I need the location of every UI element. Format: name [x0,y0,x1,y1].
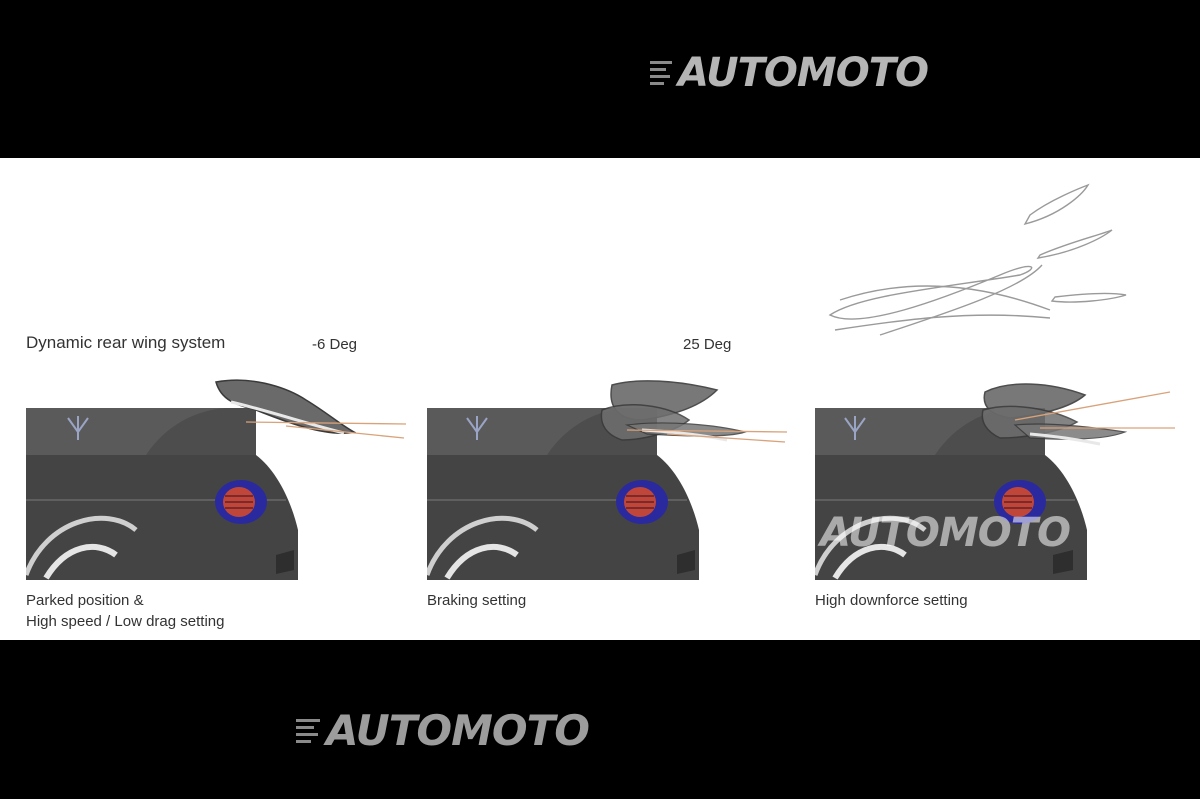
car-rear-view-braking [427,380,788,580]
car-badge-icon [466,416,488,440]
car-rear-view-downforce [815,383,1175,580]
angle-low-label: -6 Deg [312,336,358,353]
car-badge-icon [67,416,89,440]
bottom-black-band [0,640,1200,799]
caption-braking: Braking setting [427,592,527,609]
speed-lines-icon [650,61,672,85]
caption-parked-line1: Parked position & [26,592,144,609]
caption-parked-line2: High speed / Low drag setting [26,613,225,630]
logo-text-top: AUTOMOTO [678,50,929,96]
top-black-band [0,0,1200,158]
speed-lines-icon [296,718,320,743]
wing-concept-sketch [828,183,1127,336]
logo-text-bottom: AUTOMOTO [326,706,590,755]
car-badge-icon [844,416,866,440]
automoto-watermark: AUTOMOTO [820,510,1071,556]
automoto-logo-bottom: AUTOMOTO [296,706,590,755]
angle-high-label: 25 Deg [683,336,732,353]
car-rear-view-parked [26,379,407,580]
caption-parked: Parked position & High speed / Low drag … [26,590,224,632]
automoto-logo-top: AUTOMOTO [650,50,929,96]
diagram-title: Dynamic rear wing system [26,333,226,352]
caption-downforce: High downforce setting [815,592,968,609]
